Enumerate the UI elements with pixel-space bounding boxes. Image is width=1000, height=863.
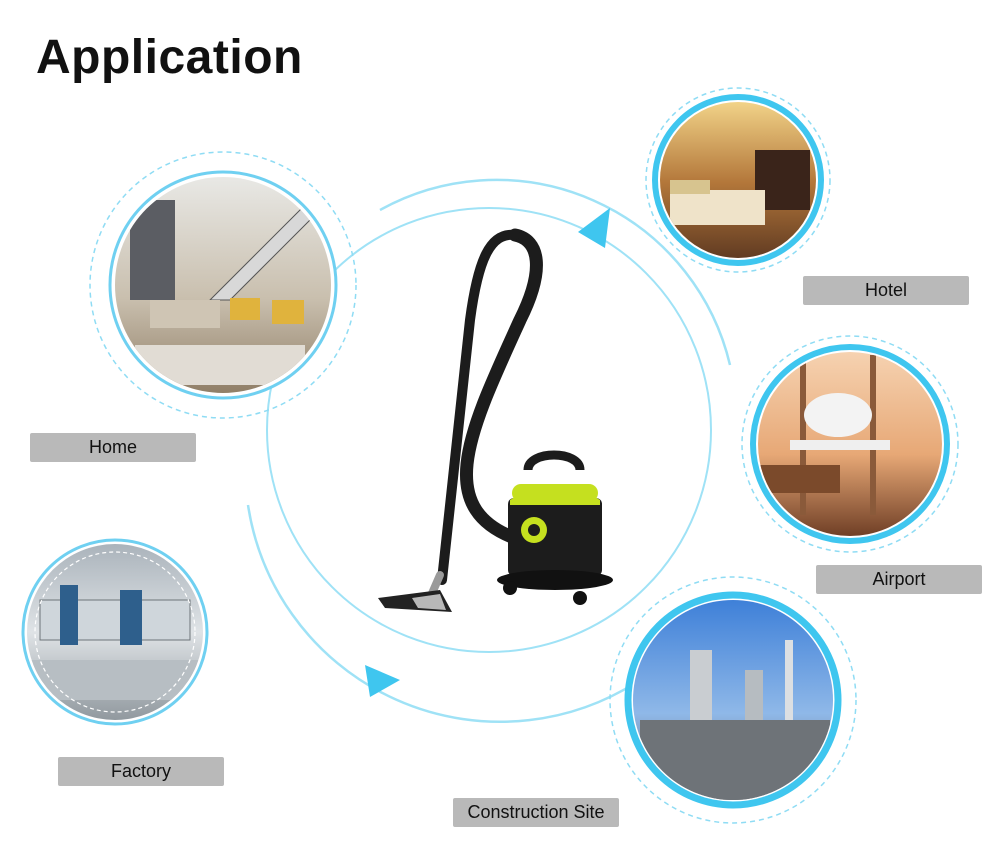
construction-site-label: Construction Site (453, 798, 619, 827)
airport-scene (741, 335, 959, 553)
arrow-top-icon (578, 208, 610, 248)
home-label: Home (30, 433, 196, 462)
center-rings (246, 178, 732, 724)
airport-label: Airport (816, 565, 982, 594)
factory-scene (21, 538, 209, 726)
hotel-label: Hotel (803, 276, 969, 305)
arrow-bottom-icon (365, 665, 400, 697)
vacuum-cleaner-image (378, 228, 613, 612)
construction-scene (609, 576, 857, 824)
page-title: Application (36, 31, 303, 84)
factory-label: Factory (58, 757, 224, 786)
hotel-scene (645, 87, 831, 273)
home-scene (89, 151, 357, 419)
